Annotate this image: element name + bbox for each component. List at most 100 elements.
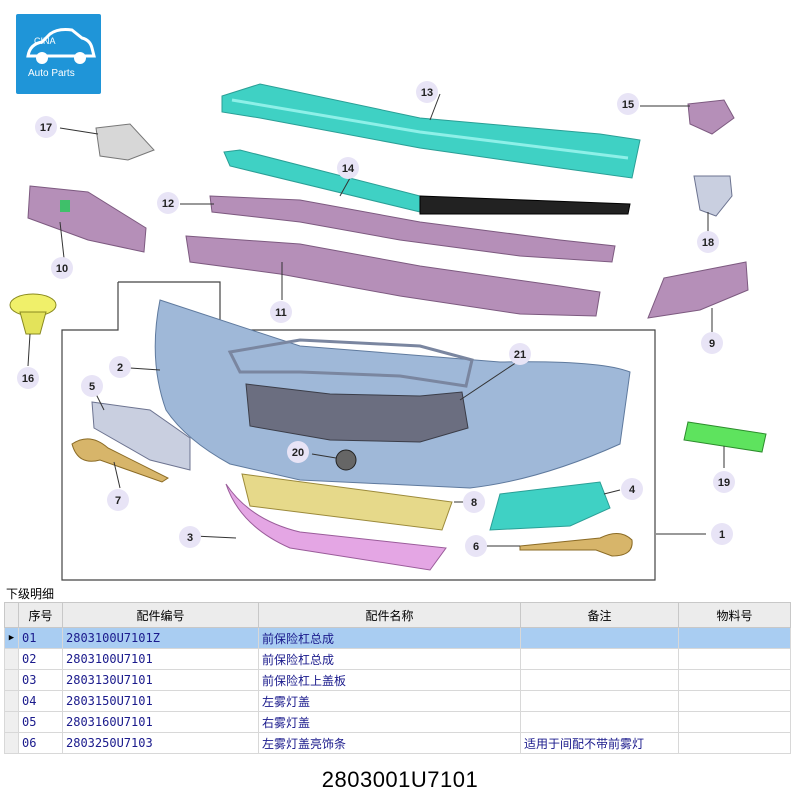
svg-text:8: 8: [471, 497, 477, 509]
cell-note: [520, 627, 679, 649]
cell-name: 前保险杠上盖板: [258, 669, 521, 691]
cell-seq: 02: [18, 648, 63, 670]
table-row[interactable]: 03 2803130U7101 前保险杠上盖板: [4, 669, 791, 691]
row-indicator: [4, 732, 19, 754]
part-20-emblem: [335, 449, 357, 471]
callout-11[interactable]: 11: [270, 301, 292, 323]
cell-note: [520, 690, 679, 712]
exploded-parts-diagram: 1 2 3 4 5 6 7 8 9 10 11 12 13 14 15 16 1…: [9, 81, 767, 581]
header-name[interactable]: 配件名称: [258, 602, 521, 628]
svg-text:19: 19: [718, 477, 730, 489]
part-2-bumper: [154, 299, 631, 489]
header-indicator: [4, 602, 19, 628]
part-15-clip: [687, 99, 735, 135]
cell-note: [520, 669, 679, 691]
callout-5[interactable]: 5: [81, 375, 103, 397]
row-indicator: [4, 648, 19, 670]
cell-material: [678, 732, 791, 754]
callout-3[interactable]: 3: [179, 526, 201, 548]
header-seq[interactable]: 序号: [18, 602, 63, 628]
cell-name: 前保险杠总成: [258, 627, 521, 649]
car-logo-icon: [26, 28, 96, 64]
callout-14[interactable]: 14: [337, 157, 359, 179]
callout-4[interactable]: 4: [621, 478, 643, 500]
cell-material: [678, 690, 791, 712]
row-indicator: [4, 690, 19, 712]
part-3-lower-panel: [225, 483, 447, 571]
header-material[interactable]: 物料号: [678, 602, 791, 628]
subdetail-panel-title: 下级明细: [6, 587, 55, 601]
svg-text:16: 16: [22, 373, 34, 385]
cell-material: [678, 669, 791, 691]
cell-code: 2803130U7101: [62, 669, 259, 691]
svg-text:10: 10: [56, 263, 68, 275]
cell-seq: 03: [18, 669, 63, 691]
cell-material: [678, 627, 791, 649]
cell-note: [520, 711, 679, 733]
callout-10[interactable]: 10: [51, 257, 73, 279]
svg-text:20: 20: [292, 447, 304, 459]
callout-15[interactable]: 15: [617, 93, 639, 115]
cell-code: 2803160U7101: [62, 711, 259, 733]
cell-seq: 04: [18, 690, 63, 712]
cell-code: 2803150U7101: [62, 690, 259, 712]
parts-table-container: 序号 配件编号 配件名称 备注 物料号 ▶ 01 2803100U7101Z 前…: [4, 602, 792, 762]
callout-20[interactable]: 20: [287, 441, 309, 463]
part-8-grille-insert: [241, 473, 453, 531]
cell-material: [678, 648, 791, 670]
logo-line2: Auto Parts: [28, 68, 75, 79]
svg-text:1: 1: [719, 529, 725, 541]
callout-2[interactable]: 2: [109, 356, 131, 378]
cell-name: 前保险杠总成: [258, 648, 521, 670]
cell-name: 左雾灯盖亮饰条: [258, 732, 521, 754]
callout-8[interactable]: 8: [463, 491, 485, 513]
cell-code: 2803100U7101: [62, 648, 259, 670]
cell-name: 左雾灯盖: [258, 690, 521, 712]
part-19-grille-strip: [683, 421, 767, 453]
table-row[interactable]: 04 2803150U7101 左雾灯盖: [4, 690, 791, 712]
svg-text:21: 21: [514, 349, 526, 361]
part-5-fog-cover: [91, 401, 191, 471]
assembly-frame: [61, 281, 656, 581]
part-17-clip: [95, 123, 155, 161]
svg-text:2: 2: [117, 362, 123, 374]
part-6-trim: [519, 533, 633, 557]
assembly-part-number: 2803001U7101: [321, 767, 479, 792]
part-10-left-bracket: [27, 185, 147, 253]
callout-7[interactable]: 7: [107, 489, 129, 511]
callout-1[interactable]: 1: [711, 523, 733, 545]
callout-18[interactable]: 18: [697, 231, 719, 253]
part-21-grille: [245, 383, 469, 443]
cell-note: [520, 648, 679, 670]
table-row[interactable]: 05 2803160U7101 右雾灯盖: [4, 711, 791, 733]
callout-19[interactable]: 19: [713, 471, 735, 493]
header-note[interactable]: 备注: [520, 602, 679, 628]
cell-seq: 01: [18, 627, 63, 649]
callout-12[interactable]: 12: [157, 192, 179, 214]
table-header-row: 序号 配件编号 配件名称 备注 物料号: [4, 602, 791, 628]
table-row[interactable]: ▶ 01 2803100U7101Z 前保险杠总成: [4, 627, 791, 649]
svg-text:5: 5: [89, 381, 95, 393]
callout-9[interactable]: 9: [701, 332, 723, 354]
svg-text:6: 6: [473, 541, 479, 553]
svg-text:18: 18: [702, 237, 714, 249]
table-row[interactable]: 06 2803250U7103 左雾灯盖亮饰条 适用于间配不带前雾灯: [4, 732, 791, 754]
logo-line1: CINA: [34, 36, 56, 46]
callout-21[interactable]: 21: [509, 343, 531, 365]
cell-seq: 05: [18, 711, 63, 733]
part-12-upper-cover: [209, 195, 616, 263]
callout-16[interactable]: 16: [17, 367, 39, 389]
cell-seq: 06: [18, 732, 63, 754]
svg-text:15: 15: [622, 99, 634, 111]
svg-text:3: 3: [187, 532, 193, 544]
row-indicator: [4, 669, 19, 691]
callout-13[interactable]: 13: [416, 81, 438, 103]
table-row[interactable]: 02 2803100U7101 前保险杠总成: [4, 648, 791, 670]
callout-17[interactable]: 17: [35, 116, 57, 138]
header-code[interactable]: 配件编号: [62, 602, 259, 628]
svg-text:14: 14: [342, 163, 355, 175]
parts-table: 序号 配件编号 配件名称 备注 物料号 ▶ 01 2803100U7101Z 前…: [4, 602, 791, 754]
callout-6[interactable]: 6: [465, 535, 487, 557]
svg-text:12: 12: [162, 198, 174, 210]
svg-text:4: 4: [629, 484, 636, 496]
